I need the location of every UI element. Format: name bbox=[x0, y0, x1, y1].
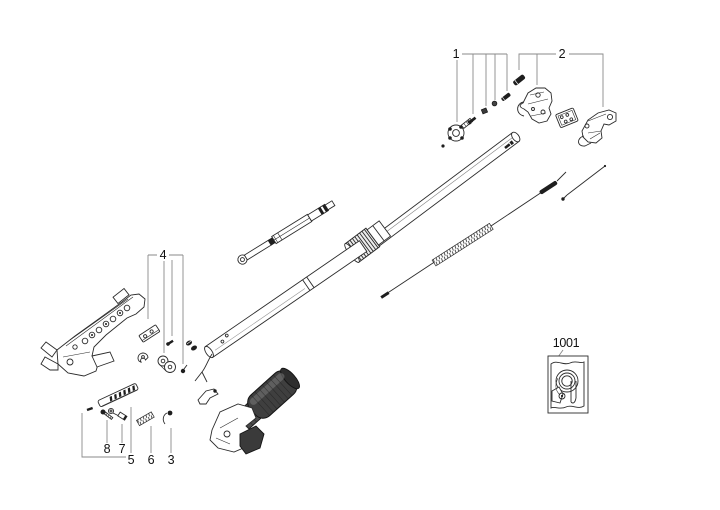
handle-housing-half bbox=[40, 287, 146, 377]
throttle-rod bbox=[561, 164, 607, 201]
backing-plate bbox=[555, 107, 579, 128]
service-kit-1001 bbox=[547, 355, 589, 414]
square-nut bbox=[480, 107, 489, 115]
washer bbox=[491, 100, 498, 107]
knob-screw bbox=[467, 116, 477, 125]
leader-lines-callout-2 bbox=[518, 53, 604, 107]
leader-lines-callout-1 bbox=[456, 53, 508, 122]
callout-6: 6 bbox=[148, 453, 155, 467]
clamp-collar bbox=[157, 355, 176, 373]
inner-drive-shaft bbox=[237, 200, 336, 265]
hook-bolt-part-3 bbox=[162, 410, 173, 425]
tube-screw bbox=[504, 140, 514, 150]
roll-pin-small bbox=[501, 92, 511, 101]
spring-part-6 bbox=[136, 411, 155, 427]
callout-7: 7 bbox=[119, 442, 126, 456]
upper-pole-tube bbox=[366, 131, 521, 252]
pin-end bbox=[180, 364, 188, 374]
callout-8: 8 bbox=[104, 442, 111, 456]
trigger-handle-assembly bbox=[209, 367, 300, 455]
screw-flat bbox=[86, 406, 94, 412]
bolt-part-8 bbox=[100, 409, 114, 421]
callout-1: 1 bbox=[453, 47, 460, 61]
leader-lines-bottom-group bbox=[81, 407, 172, 458]
latch-bracket bbox=[517, 87, 553, 124]
roll-pin-large bbox=[513, 74, 526, 86]
callout-2: 2 bbox=[559, 47, 566, 61]
leader-lines-callout-4 bbox=[147, 254, 184, 364]
callout-5: 5 bbox=[128, 453, 135, 467]
mount-bracket-small bbox=[138, 324, 161, 343]
callout-1001: 1001 bbox=[553, 336, 580, 350]
link-rod-part-7 bbox=[107, 407, 128, 421]
lower-pole-tube bbox=[194, 240, 368, 383]
callout-3: 3 bbox=[168, 453, 175, 467]
pole-wire bbox=[194, 353, 213, 383]
flexible-drive-cable bbox=[380, 171, 567, 299]
lock-lever bbox=[197, 388, 219, 405]
guard-lower bbox=[239, 425, 265, 455]
hook-bracket bbox=[578, 109, 617, 147]
callout-4: 4 bbox=[160, 248, 167, 262]
ratchet-bar-part-5 bbox=[97, 383, 139, 407]
grommet bbox=[186, 340, 197, 351]
screw-tiny bbox=[166, 339, 174, 346]
clamp-half bbox=[137, 352, 149, 363]
